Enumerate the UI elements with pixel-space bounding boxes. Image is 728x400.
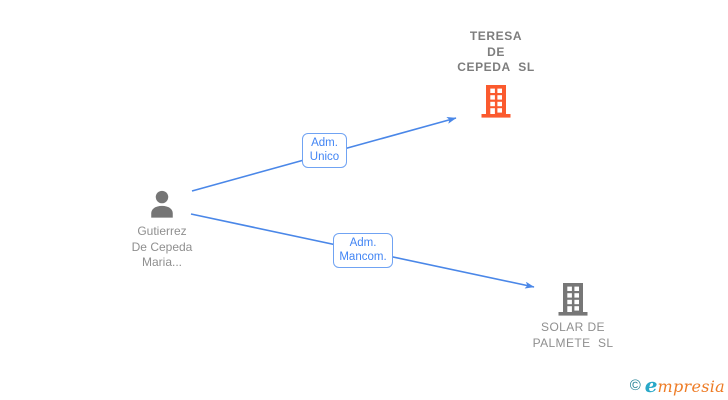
building-icon	[558, 283, 588, 316]
person-label-line: De Cepeda	[131, 239, 193, 254]
edge-label-line: Adm.	[311, 137, 338, 149]
company-top-label-line: DE	[487, 44, 505, 59]
person-icon	[151, 190, 173, 218]
company-node-solar-de-palmete[interactable]: SOLAR DE PALMETE SL	[503, 281, 643, 351]
empresia-logo: empresia	[645, 373, 725, 397]
person-node[interactable]: Gutierrez De Cepeda Maria...	[102, 187, 222, 271]
edge-label-adm-unico[interactable]: Adm. Unico	[302, 133, 347, 168]
edge-label-adm-mancom[interactable]: Adm. Mancom.	[333, 233, 393, 268]
edge-label-line: Mancom.	[339, 251, 387, 263]
company-top-label-line: TERESA	[469, 29, 523, 43]
edge-label-line: Unico	[309, 151, 340, 163]
copyright-icon: ©	[629, 376, 641, 394]
person-label-line: Maria...	[141, 255, 182, 269]
company-top-label-line: CEPEDA SL	[457, 60, 535, 74]
company-bottom-label: SOLAR DE PALMETE SL	[503, 320, 643, 351]
building-icon	[481, 84, 511, 118]
person-label-line: Gutierrez	[137, 224, 187, 238]
company-bottom-label-line: SOLAR DE	[541, 320, 605, 334]
company-bottom-label-line: PALMETE SL	[532, 335, 614, 350]
logo-text: mpresia	[657, 377, 725, 396]
company-node-teresa-de-cepeda[interactable]: TERESA DE CEPEDA SL	[426, 29, 566, 119]
edge-label-line: Adm.	[349, 237, 377, 249]
logo-letter-e: e	[644, 373, 658, 397]
company-top-label: TERESA DE CEPEDA SL	[426, 29, 566, 76]
empresia-watermark: © empresia	[630, 373, 725, 397]
person-label: Gutierrez De Cepeda Maria...	[102, 224, 222, 271]
